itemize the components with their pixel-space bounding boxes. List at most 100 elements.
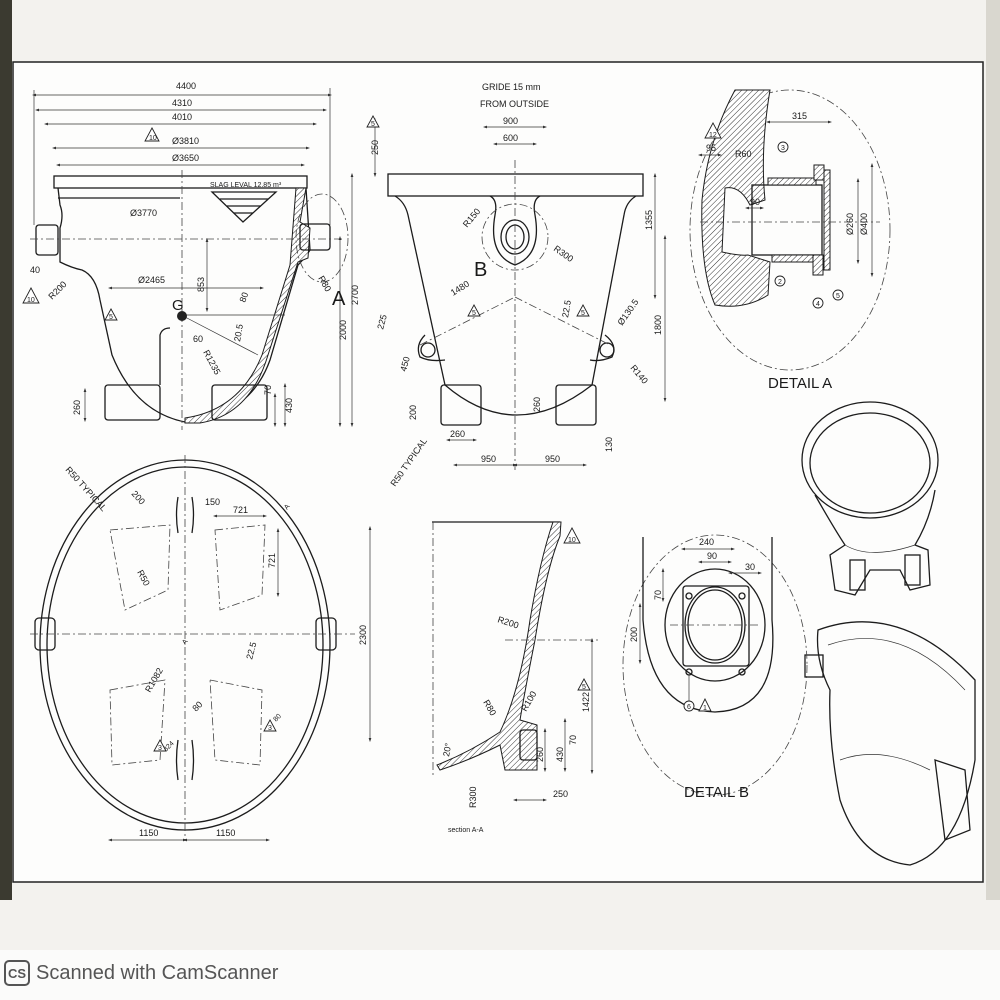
dim-900: 900 [503, 116, 518, 126]
dim-70: 70 [653, 590, 663, 600]
drawing-frame [12, 61, 984, 883]
svg-text:5: 5 [371, 121, 375, 128]
dim-250: 250 [553, 789, 568, 799]
svg-text:5: 5 [581, 310, 585, 317]
dim-250: 250 [370, 140, 380, 155]
dim-angle-22-5: 22.5 [244, 641, 258, 661]
svg-text:10: 10 [568, 537, 576, 544]
dim-angle-20: 20° [441, 742, 453, 758]
dim-90: 90 [707, 551, 717, 561]
svg-text:5: 5 [472, 310, 476, 317]
section-a-a-title: section A-A [448, 827, 484, 834]
detail-b-marker: B [474, 259, 487, 281]
dim-angle-22-5: 22.5 [560, 299, 573, 318]
dim-30: 30 [745, 562, 755, 572]
detail-a-marker: A [332, 288, 346, 310]
dim-70: 70 [568, 735, 578, 745]
section-a-a: R200 R80 R100 1422 20° 260 430 70 R300 2… [432, 521, 600, 834]
svg-text:6: 6 [687, 704, 691, 711]
balloon-4: 4 [812, 297, 824, 309]
revision-triangle: 10 [563, 527, 581, 544]
dim-1355: 1355 [644, 210, 654, 230]
revision-triangle: 5 [366, 115, 380, 128]
camscanner-logo-icon: CS [4, 960, 30, 986]
revision-triangle: 5 [576, 304, 590, 317]
dim-1150-right: 1150 [216, 828, 235, 838]
dim-r60: R60 [735, 149, 752, 159]
dim-90: 90 [750, 197, 760, 207]
svg-text:3: 3 [781, 145, 785, 152]
front-view: 4400 4310 4010 Ø3810 Ø3650 SLAG LEVAL 12… [22, 81, 380, 430]
detail-a: 315 95 R60 90 Ø260 Ø400 3 2 4 5 12 DETAI… [689, 89, 891, 392]
svg-text:5: 5 [582, 684, 586, 691]
revision-triangle: 12 [704, 122, 722, 139]
svg-text:3: 3 [158, 745, 162, 752]
svg-text:10: 10 [27, 297, 35, 304]
dim-721-height: 721 [267, 553, 277, 568]
note-grind-15mm: GRIDE 15 mm [482, 82, 541, 92]
dim-2700: 2700 [350, 285, 360, 305]
dim-dia-3650: Ø3650 [172, 153, 199, 163]
dim-80-weld: 80 [272, 713, 283, 724]
svg-text:10: 10 [149, 135, 157, 142]
revision-triangle: 5 [577, 678, 591, 691]
dim-260-height: 260 [532, 397, 542, 412]
dim-200: 200 [408, 405, 418, 420]
dim-950-right: 950 [545, 454, 560, 464]
dim-width-4010: 4010 [172, 112, 192, 122]
dim-angle-20-5: 20.5 [232, 323, 245, 342]
revision-triangle: 10 [22, 287, 40, 304]
slag-level-symbol [210, 191, 278, 223]
dim-dia-3770: Ø3770 [130, 208, 157, 218]
dim-430: 430 [555, 747, 565, 762]
revision-triangle: 5 [104, 308, 118, 321]
svg-text:5: 5 [109, 314, 113, 321]
dim-240: 240 [699, 537, 714, 547]
dim-600: 600 [503, 133, 518, 143]
center-of-gravity-marker [177, 311, 187, 321]
dim-150: 150 [205, 497, 220, 507]
dim-40: 40 [30, 265, 40, 275]
svg-text:1: 1 [703, 705, 707, 712]
dim-width-4310: 4310 [172, 98, 192, 108]
detail-b-title: DETAIL B [684, 784, 749, 801]
dim-60: 60 [193, 334, 203, 344]
dim-overall-width: 4400 [176, 81, 196, 91]
svg-text:12: 12 [709, 132, 717, 139]
revision-triangle: 1 [698, 697, 712, 712]
svg-text:5: 5 [836, 293, 840, 300]
dim-1422: 1422 [581, 692, 591, 712]
detail-a-title: DETAIL A [768, 375, 832, 392]
dim-2000: 2000 [338, 320, 348, 340]
dim-70: 70 [263, 385, 273, 395]
dim-130: 130 [604, 437, 614, 452]
dim-200: 200 [629, 627, 639, 642]
dim-2300: 2300 [358, 625, 368, 645]
dim-dia-2465: Ø2465 [138, 275, 165, 285]
camscanner-watermark: CS Scanned with CamScanner [4, 958, 278, 988]
dim-260: 260 [72, 400, 82, 415]
isometric-view-lower [804, 621, 976, 866]
dim-95: 95 [706, 143, 716, 153]
svg-text:4: 4 [816, 301, 820, 308]
center-of-gravity-label: G [172, 297, 184, 314]
note-from-outside: FROM OUTSIDE [480, 99, 549, 109]
dim-dia-3810: Ø3810 [172, 136, 199, 146]
revision-triangle: 5 [467, 304, 481, 317]
dim-721-width: 721 [233, 505, 248, 515]
section-mark-a: A [181, 638, 190, 646]
svg-text:3: 3 [268, 725, 272, 732]
svg-text:2: 2 [778, 279, 782, 286]
slag-level-label: SLAG LEVAL 12.85 m³ [210, 182, 282, 189]
balloon-3: 3 [777, 141, 789, 153]
scan-edge-left [0, 0, 12, 900]
dim-853: 853 [196, 277, 206, 292]
dim-1800: 1800 [653, 315, 663, 335]
section-mark-a: A [283, 503, 292, 511]
dim-dia-400: Ø400 [859, 213, 869, 235]
balloon-2: 2 [774, 275, 786, 287]
weld-triangle: 3 [263, 719, 277, 732]
dim-dia-260: Ø260 [845, 213, 855, 235]
detail-b: 240 90 30 70 200 6 1 DETAIL B [622, 534, 808, 801]
